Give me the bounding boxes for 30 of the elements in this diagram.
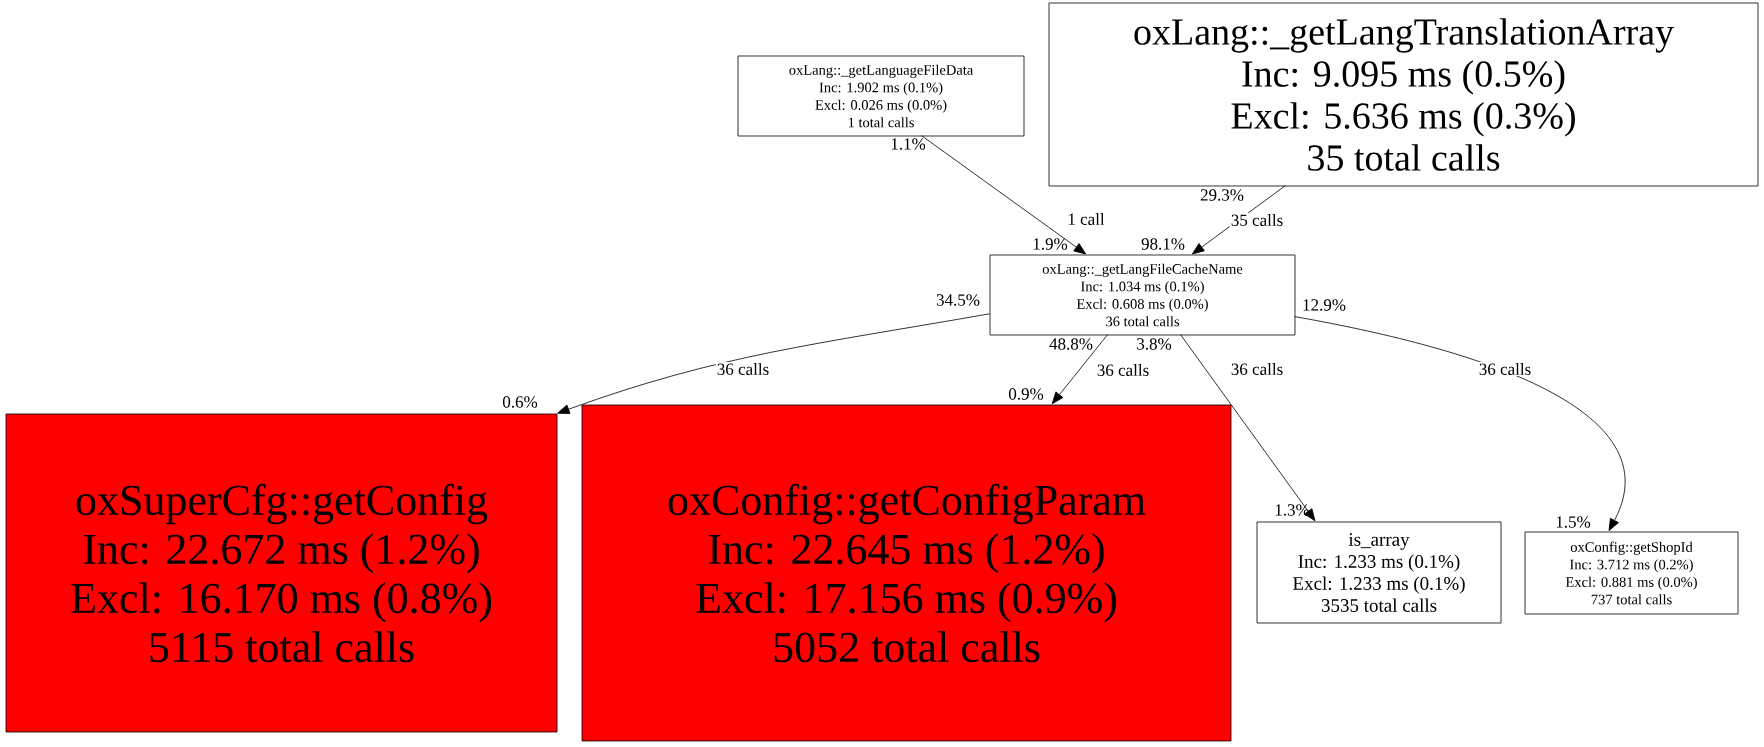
percentage-label: 12.9% [1303, 299, 1346, 311]
function-box: oxSuperCfg::getConfig Inc: 22.672 ms (1.2%) Excl: 16.170 ms (0.8%) 5115 total calls [5, 413, 558, 733]
arrow [1192, 185, 1286, 255]
percentage-label: 34.5% [936, 294, 980, 306]
edge-label: 1 call [1066, 212, 1106, 226]
edge-label: 35 calls [1229, 213, 1285, 227]
percentage-label: 48.8% [1049, 338, 1093, 350]
arrow [921, 135, 1087, 255]
percentage-label: 0.6% [502, 396, 538, 408]
arrow [1294, 316, 1625, 531]
arrow [557, 313, 990, 414]
edge-label: 36 calls [1229, 362, 1285, 376]
percentage-label: 1.3% [1275, 504, 1310, 516]
function-box: oxConfig::getConfigParam Inc: 22.645 ms (1.2%) Excl: 17.156 ms (0.9%) 5052 total calls [581, 404, 1232, 742]
function-box: oxLang::_getLanguageFileData Inc: 1.902 ms (0.1%) Excl: 0.026 ms (0.0%) 1 total calls [737, 55, 1025, 137]
arrow [1180, 334, 1316, 522]
function-box: is_array Inc: 1.233 ms (0.1%) Excl: 1.233 ms (0.1%) 3535 total calls [1256, 521, 1502, 624]
edge-label: 36 calls [715, 362, 771, 376]
function-box: oxLang::_getLangTranslationArray Inc: 9.095 ms (0.5%) Excl: 5.636 ms (0.3%) 35 total calls [1048, 2, 1759, 187]
arrow [1051, 334, 1108, 405]
percentage-label: 29.3% [1200, 189, 1244, 201]
function-box: oxLang::_getLangFileCacheName Inc: 1.034 ms (0.1%) Excl: 0.608 ms (0.0%) 36 total calls [989, 254, 1296, 336]
percentage-label: 1.9% [1033, 238, 1068, 250]
function-box: oxConfig::getShopId Inc: 3.712 ms (0.2%) Excl: 0.881 ms (0.0%) 737 total calls [1524, 531, 1739, 615]
percentage-label: 1.1% [891, 138, 926, 150]
edge-label: 36 calls [1477, 362, 1533, 376]
percentage-label: 0.9% [1008, 388, 1044, 400]
edge-label: 36 calls [1095, 363, 1151, 377]
percentage-label: 98.1% [1141, 238, 1185, 250]
percentage-label: 3.8% [1137, 338, 1172, 350]
